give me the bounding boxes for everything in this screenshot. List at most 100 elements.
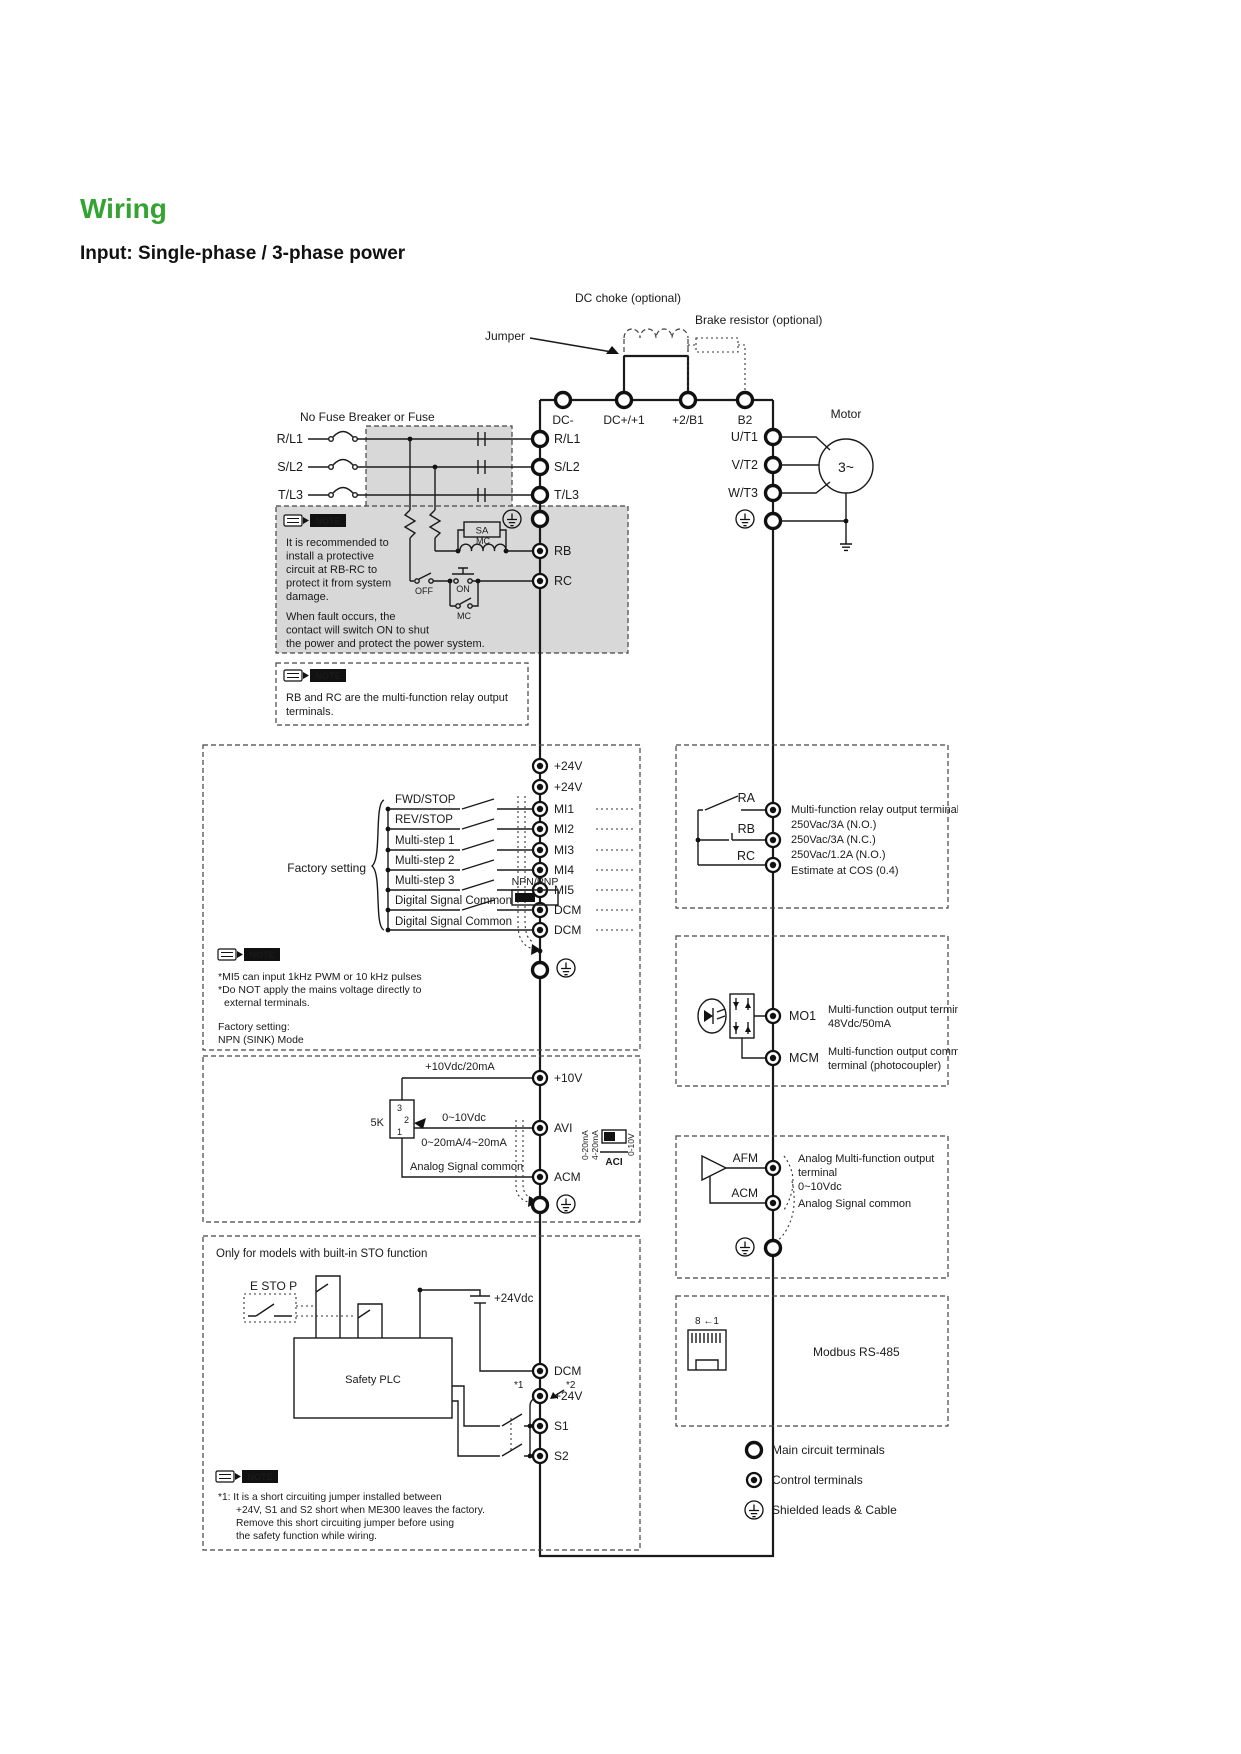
label-24vdc: +24Vdc bbox=[494, 1293, 534, 1305]
relay-output-box bbox=[675, 744, 949, 909]
analog-input-box bbox=[202, 1055, 641, 1223]
npn-pnp-switch: NPN/PNP bbox=[511, 876, 559, 906]
terminal-ra bbox=[764, 801, 782, 819]
legend-control-icon bbox=[745, 1471, 763, 1489]
factory-setting-label: Factory setting bbox=[287, 861, 366, 875]
terminal-rc bbox=[531, 572, 549, 590]
relay-desc-line: 250Vac/3A (N.O.) bbox=[791, 819, 876, 831]
terminal-acm bbox=[531, 1168, 549, 1186]
relay-desc-line: Estimate at COS (0.4) bbox=[791, 865, 899, 877]
ground-symbol-right bbox=[735, 509, 755, 529]
input-s: S/L2 bbox=[277, 460, 303, 474]
afm-box bbox=[675, 1135, 949, 1279]
terminal-wt3 bbox=[763, 483, 783, 503]
terminal-rb bbox=[531, 542, 549, 560]
label-sto-dcm: DCM bbox=[554, 1364, 581, 1378]
note2-box bbox=[275, 662, 529, 726]
note1-line: circuit at RB-RC to bbox=[286, 564, 377, 576]
label-24v-2: +24V bbox=[554, 780, 582, 794]
label-10v: +10V bbox=[554, 1071, 582, 1085]
note4-line: +24V, S1 and S2 short when ME300 leaves … bbox=[236, 1505, 485, 1516]
label-24v-1: +24V bbox=[554, 759, 582, 773]
shield-cable-digital bbox=[517, 796, 541, 955]
terminal-vt2 bbox=[763, 455, 783, 475]
note4-line: the safety function while wiring. bbox=[236, 1531, 377, 1542]
terminal-afm-acm bbox=[764, 1194, 782, 1212]
label-dcm-1: DCM bbox=[554, 903, 581, 917]
mo1-desc-line: 48Vdc/50mA bbox=[828, 1018, 892, 1030]
relay-desc: Multi-function relay output terminals 25… bbox=[791, 804, 958, 877]
afm-desc: Analog Multi-function output terminal 0~… bbox=[798, 1153, 934, 1210]
motor: 3~ Motor bbox=[781, 407, 874, 552]
sto-box bbox=[202, 1235, 641, 1551]
digital-switches bbox=[370, 798, 533, 933]
terminal-2b1 bbox=[678, 390, 698, 410]
mcm-desc-line: terminal (photocoupler) bbox=[828, 1060, 941, 1072]
note3-line: *MI5 can input 1kHz PWM or 10 kHz pulses bbox=[218, 971, 422, 983]
mo-desc: Multi-function output terminal 48Vdc/50m… bbox=[828, 1004, 958, 1072]
terminal-dc-plus1 bbox=[614, 390, 634, 410]
label-mo1: MO1 bbox=[789, 1009, 816, 1023]
rj45-icon bbox=[687, 1329, 727, 1371]
mo1-desc-line: Multi-function output terminal bbox=[828, 1004, 958, 1016]
label-relay-rc: RC bbox=[737, 849, 755, 863]
label-sl2: S/L2 bbox=[554, 460, 580, 474]
label-multistep3: Multi-step 3 bbox=[395, 875, 454, 887]
terminal-10v bbox=[531, 1069, 549, 1087]
photocoupler bbox=[697, 993, 766, 1059]
sto-header: Only for models with built-in STO functi… bbox=[216, 1248, 427, 1260]
afm-desc-line: terminal bbox=[798, 1167, 837, 1179]
label-dcm-2: DCM bbox=[554, 923, 581, 937]
pot-value: 5K bbox=[371, 1117, 385, 1129]
note1-box bbox=[275, 505, 629, 654]
wiring-diagram: NOTE DC choke (optional) Jumper Brake re… bbox=[202, 291, 958, 1558]
label-dc-minus: DC- bbox=[552, 413, 573, 427]
label-rb: RB bbox=[554, 544, 571, 558]
label-0-20ma: 0~20mA/4~20mA bbox=[421, 1137, 507, 1149]
input-t: T/L3 bbox=[278, 488, 303, 502]
label-2b1: +2/B1 bbox=[672, 413, 704, 427]
jumper: Jumper bbox=[485, 329, 690, 392]
terminal-ut1 bbox=[763, 427, 783, 447]
terminal-sto-dcm bbox=[531, 1362, 549, 1380]
label-mi4: MI4 bbox=[554, 863, 574, 877]
no-fuse-label: No Fuse Breaker or Fuse bbox=[300, 410, 435, 424]
label-wt3: W/T3 bbox=[728, 486, 758, 500]
label-multistep2: Multi-step 2 bbox=[395, 855, 454, 867]
relay-desc-line: 250Vac/1.2A (N.O.) bbox=[791, 849, 886, 861]
label-0-10vdc: 0~10Vdc bbox=[442, 1112, 486, 1124]
digital-terminal-labels: +24V +24V MI1 MI2 MI3 MI4 MI5 DCM DCM bbox=[554, 759, 582, 937]
label-acm: ACM bbox=[554, 1170, 581, 1184]
aci-v: 0-10V bbox=[626, 1133, 636, 1156]
note1-icon bbox=[283, 513, 347, 528]
terminal-mo1 bbox=[764, 1007, 782, 1025]
label-mi2: MI2 bbox=[554, 822, 574, 836]
label-mi3: MI3 bbox=[554, 843, 574, 857]
label-mcm: MCM bbox=[789, 1051, 819, 1065]
switch-labels: FWD/STOP REV/STOP Multi-step 1 Multi-ste… bbox=[395, 794, 512, 928]
legend-shield-icon bbox=[744, 1500, 764, 1520]
terminal-afm bbox=[764, 1159, 782, 1177]
label-s2: S2 bbox=[554, 1449, 569, 1463]
afm-desc-line: Analog Multi-function output bbox=[798, 1153, 934, 1165]
label-dc-plus1: DC+/+1 bbox=[603, 413, 645, 427]
input-r: R/L1 bbox=[277, 432, 303, 446]
protective-circuit: SA MC OFF ON MC bbox=[403, 436, 533, 621]
note2-line: terminals. bbox=[286, 706, 334, 718]
terminal-tl3 bbox=[530, 485, 550, 505]
note1-line: damage. bbox=[286, 591, 329, 603]
on-label: ON bbox=[456, 584, 470, 594]
terminal-ground-right bbox=[763, 511, 783, 531]
note3-line: external terminals. bbox=[224, 997, 310, 1009]
label-mi5: MI5 bbox=[554, 883, 574, 897]
afm-common-label: Analog Signal common bbox=[798, 1198, 911, 1210]
note1-text: It is recommended to install a protectiv… bbox=[286, 537, 485, 650]
aci-switch: 0-20mA 4-20mA 0-10V ACI bbox=[580, 1129, 636, 1168]
note3-line: *Do NOT apply the mains voltage directly… bbox=[218, 984, 422, 996]
label-afm: AFM bbox=[733, 1151, 758, 1165]
note1-line: the power and protect the power system. bbox=[286, 638, 485, 650]
legend-main-circuit: Main circuit terminals bbox=[772, 1443, 885, 1457]
label-rev-stop: REV/STOP bbox=[395, 814, 453, 826]
terminal-sto-24v bbox=[531, 1387, 549, 1405]
